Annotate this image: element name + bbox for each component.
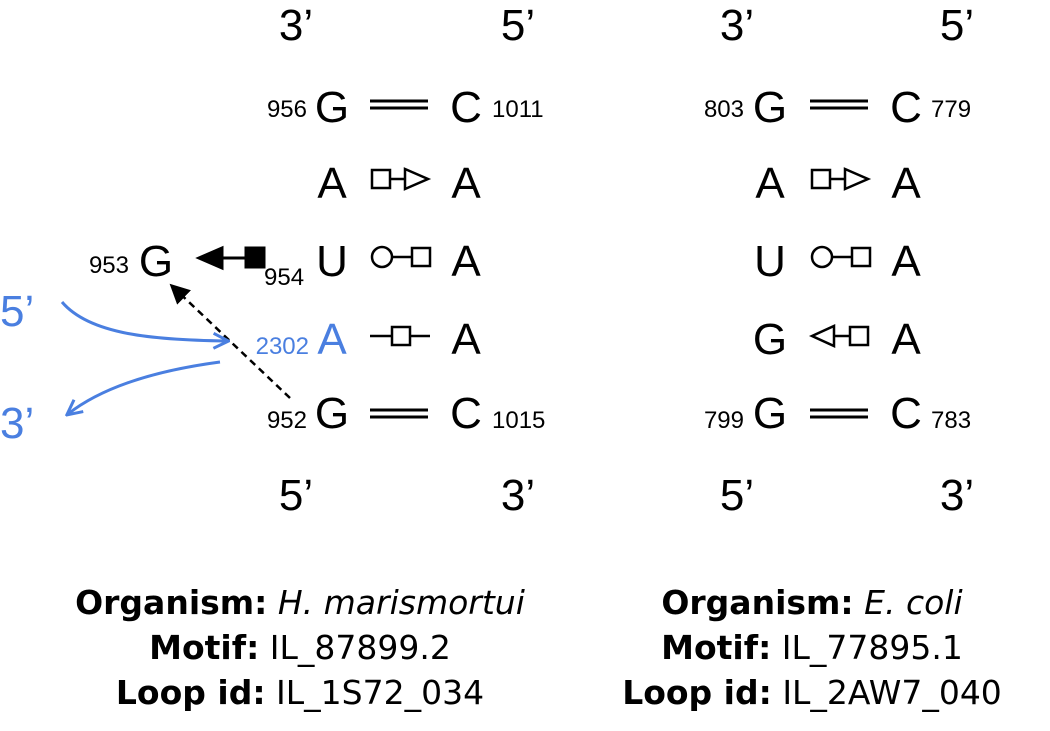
right-top-5prime-label: 5’ [940, 1, 974, 50]
cww-symbol [810, 408, 868, 419]
external-pair-number: 954 [264, 264, 304, 291]
left-row3-base-left: U [316, 237, 348, 286]
loop-id-label: Loop id: [115, 673, 266, 712]
organism-value: H. marismortui [277, 583, 525, 622]
left-row1-number-right: 1011 [492, 96, 544, 123]
right-bottom-5prime-label: 5’ [720, 471, 754, 520]
left-row1-base-right: C [450, 83, 482, 132]
left-top-5prime-label: 5’ [501, 1, 535, 50]
loop-id-line: Loop id: IL_2AW7_040 [582, 670, 1042, 715]
left-row2-base-left: A [317, 159, 347, 208]
right-row1-number-right: 779 [931, 96, 971, 123]
strand-5prime-label: 5’ [0, 287, 34, 336]
left-row4-base-left: A [317, 315, 347, 364]
left-bottom-5prime-label: 5’ [279, 471, 313, 520]
motif-value: IL_77895.1 [781, 628, 963, 667]
loop-id-value: IL_2AW7_040 [782, 673, 1002, 712]
strand-out-arrow [68, 360, 221, 414]
right-row4-base-right: A [891, 315, 921, 364]
right-row5-number-right: 783 [931, 407, 971, 434]
right-row5-number: 799 [704, 407, 744, 434]
right-row2-base-right: A [891, 159, 921, 208]
right-row3-base-left: U [754, 237, 786, 286]
cww-symbol [370, 408, 428, 419]
organism-line: Organism: H. marismortui [70, 580, 530, 625]
motif-line: Motif: IL_87899.2 [70, 625, 530, 670]
organism-label: Organism: [75, 583, 268, 622]
left-row3-base-right: A [451, 237, 481, 286]
motif-label: Motif: [149, 628, 260, 667]
left-row2-base-right: A [451, 159, 481, 208]
motif-value: IL_87899.2 [269, 628, 451, 667]
left-caption: Organism: H. marismortui Motif: IL_87899… [70, 580, 530, 715]
left-row4-base-right: A [451, 315, 481, 364]
right-bottom-3prime-label: 3’ [940, 471, 974, 520]
strand-3prime-label: 3’ [0, 399, 34, 448]
cww-symbol [810, 99, 868, 110]
right-caption: Organism: E. coli Motif: IL_77895.1 Loop… [582, 580, 1042, 715]
twh-symbol [370, 245, 432, 269]
ths-symbol [370, 167, 432, 191]
ths-symbol [810, 167, 872, 191]
cww-symbol [370, 99, 428, 110]
left-top-3prime-label: 3’ [279, 1, 313, 50]
motif-line: Motif: IL_77895.1 [582, 625, 1042, 670]
loop-id-label: Loop id: [622, 673, 772, 712]
loop-id-value: IL_1S72_034 [276, 673, 485, 712]
left-row5-number: 952 [267, 407, 307, 434]
right-row4-base-left: G [753, 315, 787, 364]
csh-symbol [195, 245, 266, 271]
left-row4-number: 2302 [256, 333, 309, 360]
right-row5-base-right: C [890, 389, 922, 438]
right-row3-base-right: A [891, 237, 921, 286]
twh-symbol [810, 245, 872, 269]
right-panel: 3’ 5’ 803 G C 779 A A U A G [704, 1, 974, 520]
left-row5-base-left: G [315, 389, 349, 438]
right-row2-base-left: A [755, 159, 785, 208]
external-base-number: 953 [89, 252, 129, 279]
left-row1-base-left: G [315, 83, 349, 132]
right-row1-base-left: G [753, 83, 787, 132]
loop-id-line: Loop id: IL_1S72_034 [70, 670, 530, 715]
right-row1-number: 803 [704, 96, 744, 123]
right-row1-base-right: C [890, 83, 922, 132]
cwh-symbol [370, 325, 430, 347]
organism-value: E. coli [864, 583, 963, 622]
left-panel: 3’ 5’ 956 G C 1011 A A U A 2302 A [0, 1, 545, 520]
strand-in-arrow [60, 301, 227, 341]
tsh-symbol [808, 324, 870, 348]
left-row5-base-right: C [450, 389, 482, 438]
left-row5-number-right: 1015 [492, 407, 545, 434]
external-base-letter: G [139, 237, 173, 286]
dashed-arrow [169, 283, 291, 399]
right-row5-base-left: G [753, 389, 787, 438]
right-top-3prime-label: 3’ [720, 1, 754, 50]
left-bottom-3prime-label: 3’ [501, 471, 535, 520]
organism-label: Organism: [661, 583, 854, 622]
motif-label: Motif: [661, 628, 772, 667]
left-row1-number: 956 [267, 96, 307, 123]
organism-line: Organism: E. coli [582, 580, 1042, 625]
